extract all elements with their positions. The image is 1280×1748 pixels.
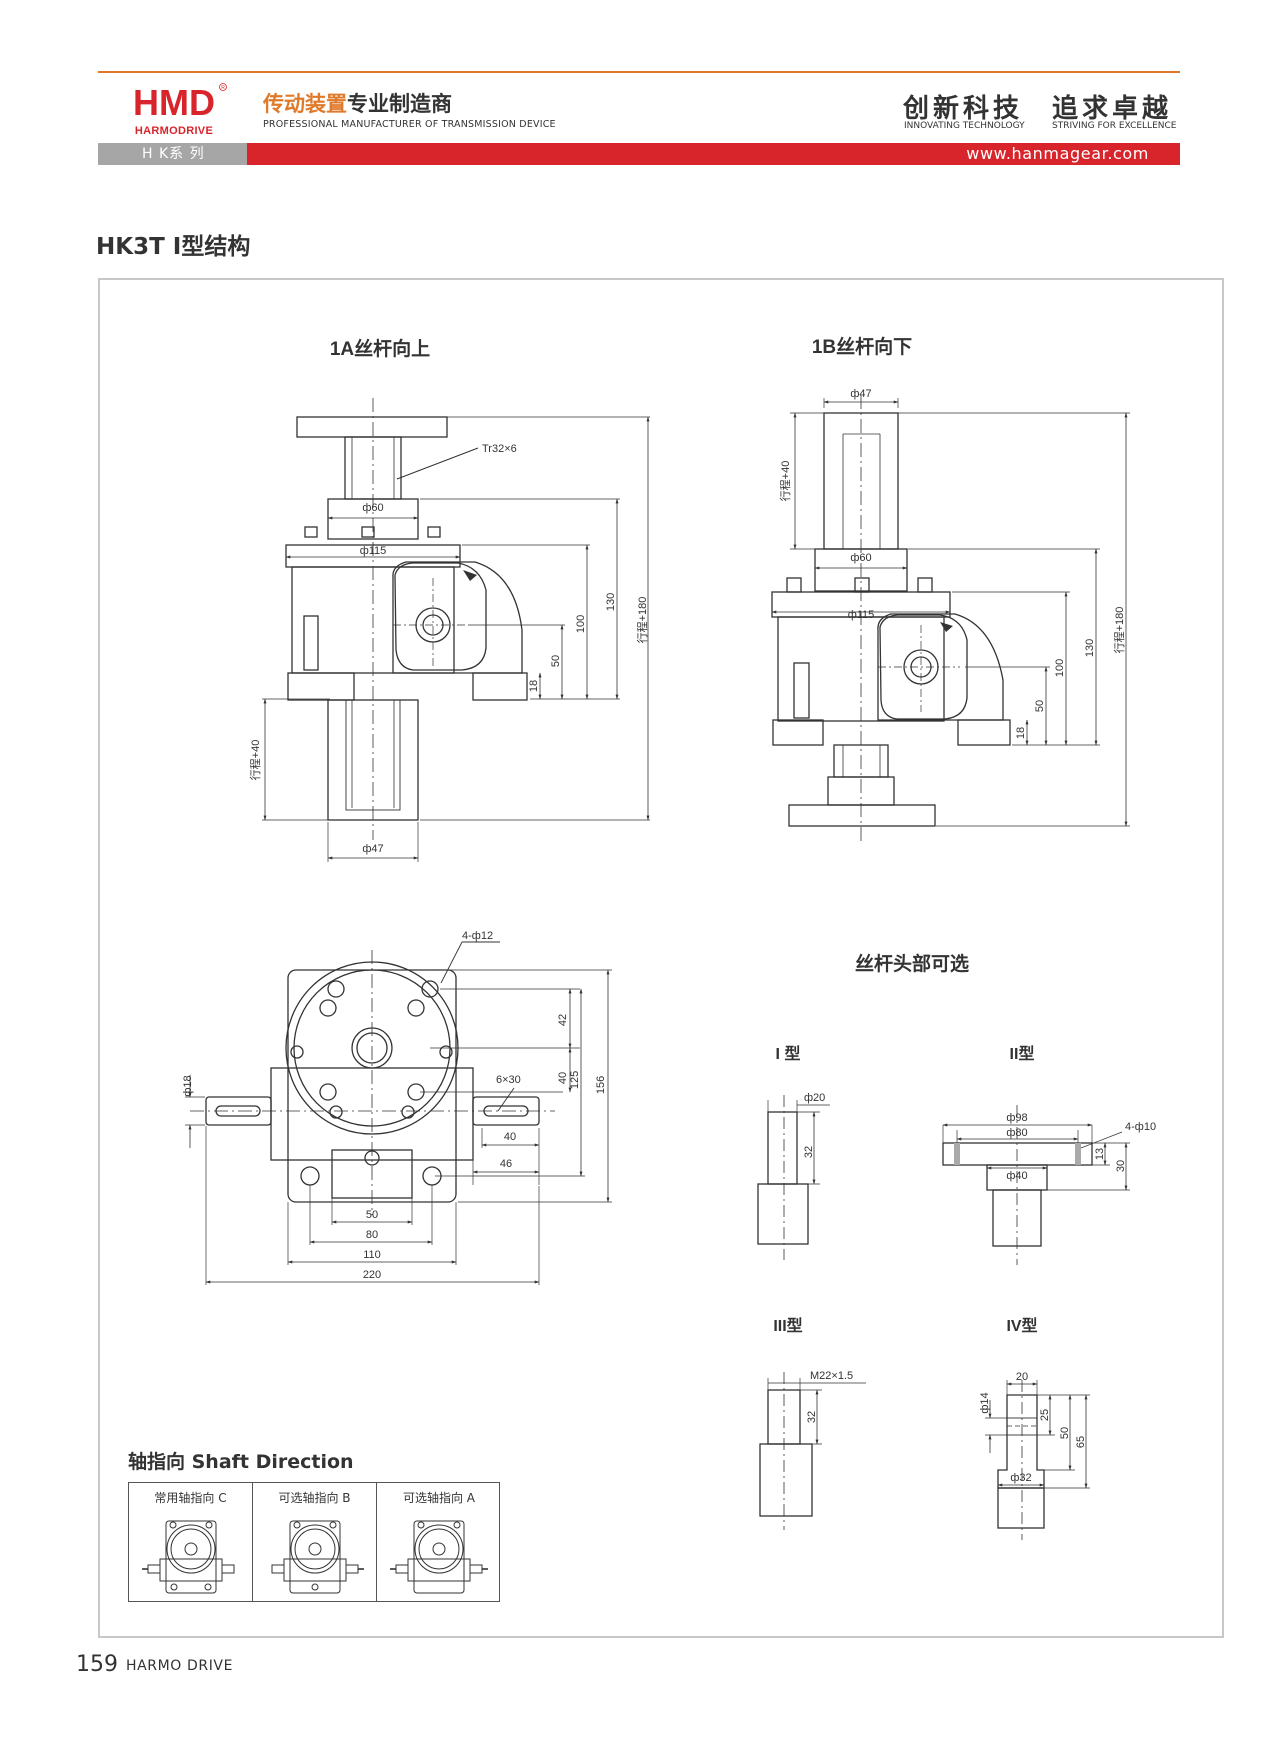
- shaft-cell-c-label: 常用轴指向 C: [154, 1491, 227, 1505]
- section-label-heads: 丝杆头部可选: [855, 952, 969, 975]
- head-type-4: IV型 20 ф14 25 50 65 ф32: [979, 1317, 1090, 1540]
- shaft-cell-b: 可选轴指向 B: [253, 1483, 377, 1601]
- dim-up-h18: 18: [528, 680, 540, 692]
- footer-brand: HARMO DRIVE: [126, 1658, 234, 1674]
- dim-top-key: 6×30: [496, 1074, 521, 1086]
- shaft-a-thumbnail: [390, 1520, 488, 1594]
- dim-up-thread: Tr32×6: [482, 443, 517, 455]
- head-type-2-d40: ф40: [1006, 1170, 1027, 1182]
- head-type-4-h65: 65: [1075, 1436, 1087, 1448]
- head-type-1-label: I 型: [776, 1045, 801, 1063]
- dim-top-w220: 220: [363, 1269, 381, 1281]
- dim-top-w40: 40: [504, 1131, 516, 1143]
- header-red-bar: [247, 143, 1180, 165]
- head-type-3: III型 M22×1.5 32: [759, 1317, 866, 1530]
- dim-top-d42: 42: [557, 1014, 569, 1026]
- head-type-4-w20: 20: [1016, 1371, 1028, 1383]
- dim-down-d47: ф47: [850, 388, 871, 400]
- shaft-cell-a: 可选轴指向 A: [377, 1483, 501, 1601]
- logo-subtext: HARMODRIVE: [135, 125, 213, 137]
- drawing-frame: [98, 278, 1224, 1638]
- head-type-2-d98: ф98: [1006, 1112, 1027, 1124]
- section-label-down: 1B丝杆向下: [812, 335, 912, 358]
- harmodrive-logo: HMD HARMODRIVE R: [133, 82, 227, 137]
- dim-top-d40: 40: [557, 1072, 569, 1084]
- dim-down-d60: ф60: [850, 552, 871, 564]
- head-type-2-h30: 30: [1115, 1160, 1127, 1172]
- dim-top-d18: ф18: [182, 1075, 194, 1096]
- head-type-2-h13: 13: [1094, 1148, 1106, 1160]
- dim-down-d115: ф115: [848, 609, 875, 621]
- page-title: HK3T I型结构: [96, 234, 251, 260]
- series-label: H K系 列: [98, 143, 247, 165]
- shaft-direction-table: 常用轴指向 C 可选轴指向 B 可选轴指向 A: [128, 1482, 500, 1602]
- tagline-cn-dark: 专业制造商: [347, 92, 452, 116]
- website-link[interactable]: www.hanmagear.com: [966, 144, 1149, 163]
- shaft-cell-b-label: 可选轴指向 B: [278, 1491, 351, 1505]
- dim-up-d115: ф115: [360, 545, 387, 557]
- head-type-4-h25: 25: [1039, 1409, 1051, 1421]
- dim-top-d156: 156: [595, 1076, 607, 1094]
- dim-top-w50: 50: [366, 1209, 378, 1221]
- shaft-cell-a-label: 可选轴指向 A: [402, 1491, 476, 1505]
- head-type-4-h50: 50: [1059, 1427, 1071, 1439]
- shaft-b-thumbnail: [271, 1520, 364, 1594]
- shaft-cell-c: 常用轴指向 C: [129, 1483, 253, 1601]
- head-type-2-d80: ф80: [1006, 1127, 1027, 1139]
- view-top: 4-ф12 ф18 6×30 40 46 42 40 125 156: [182, 930, 612, 1285]
- head-type-3-h: 32: [806, 1411, 818, 1423]
- section-label-up: 1A丝杆向上: [330, 337, 430, 360]
- head-type-4-d14: ф14: [979, 1392, 991, 1413]
- dim-up-h130: 130: [605, 593, 617, 611]
- dim-top-d125: 125: [569, 1071, 581, 1089]
- slogan-striving-en: STRIVING FOR EXCELLENCE: [1052, 121, 1177, 131]
- slogan-striving: 追求卓越: [1052, 94, 1173, 124]
- dim-down-h130: 130: [1084, 639, 1096, 657]
- head-type-1-h: 32: [803, 1146, 815, 1158]
- tagline-cn-orange: 传动装置: [263, 92, 347, 116]
- dim-top-w110: 110: [363, 1249, 381, 1261]
- dim-down-h50: 50: [1034, 700, 1046, 712]
- head-type-3-thread: M22×1.5: [810, 1370, 853, 1382]
- dim-up-stroke40: 行程+40: [249, 740, 262, 781]
- head-type-3-label: III型: [773, 1317, 802, 1335]
- tagline-cn: 传动装置专业制造商: [263, 88, 452, 118]
- head-type-2-holes: 4-ф10: [1125, 1121, 1156, 1133]
- dim-down-h100: 100: [1054, 659, 1066, 677]
- dim-top-w46: 46: [500, 1158, 512, 1170]
- dim-top-holes: 4-ф12: [462, 930, 493, 942]
- logo-text: HMD: [133, 82, 215, 123]
- dim-up-h100: 100: [575, 615, 587, 633]
- tagline-en: PROFESSIONAL MANUFACTURER OF TRANSMISSIO…: [263, 119, 556, 130]
- dim-down-stroke180: 行程+180: [1113, 607, 1126, 654]
- shaft-direction-title: 轴指向 Shaft Direction: [128, 1451, 354, 1473]
- dim-down-stroke40: 行程+40: [779, 461, 792, 502]
- header-top-rule: [98, 71, 1180, 73]
- slogan-innovating-en: INNOVATING TECHNOLOGY: [904, 121, 1025, 131]
- dim-down-h18: 18: [1015, 727, 1027, 739]
- view-screw-up: Tr32×6 ф60 ф115 行程+180 130 100 50 18 行程+…: [249, 398, 650, 862]
- dim-up-d60: ф60: [362, 502, 383, 514]
- dim-up-stroke180: 行程+180: [636, 597, 649, 644]
- svg-text:R: R: [221, 85, 225, 91]
- dim-top-w80: 80: [366, 1229, 378, 1241]
- dim-up-h50: 50: [550, 655, 562, 667]
- slogan-innovating: 创新科技: [903, 94, 1024, 124]
- head-type-4-label: IV型: [1006, 1317, 1037, 1335]
- head-type-4-d32: ф32: [1010, 1472, 1031, 1484]
- shaft-c-thumbnail: [142, 1520, 235, 1594]
- dim-up-d47: ф47: [362, 843, 383, 855]
- view-screw-down: ф47 行程+40 ф60 ф115 行程+180 130 100 50 18: [771, 388, 1130, 845]
- head-type-2-label: II型: [1010, 1045, 1035, 1063]
- page-number: 159: [76, 1652, 118, 1677]
- head-type-1-d: ф20: [804, 1092, 825, 1104]
- head-type-2: II型 ф98 ф80 4-ф10 ф40 13 30: [942, 1045, 1156, 1265]
- head-type-1: I 型 ф20 32: [757, 1045, 830, 1260]
